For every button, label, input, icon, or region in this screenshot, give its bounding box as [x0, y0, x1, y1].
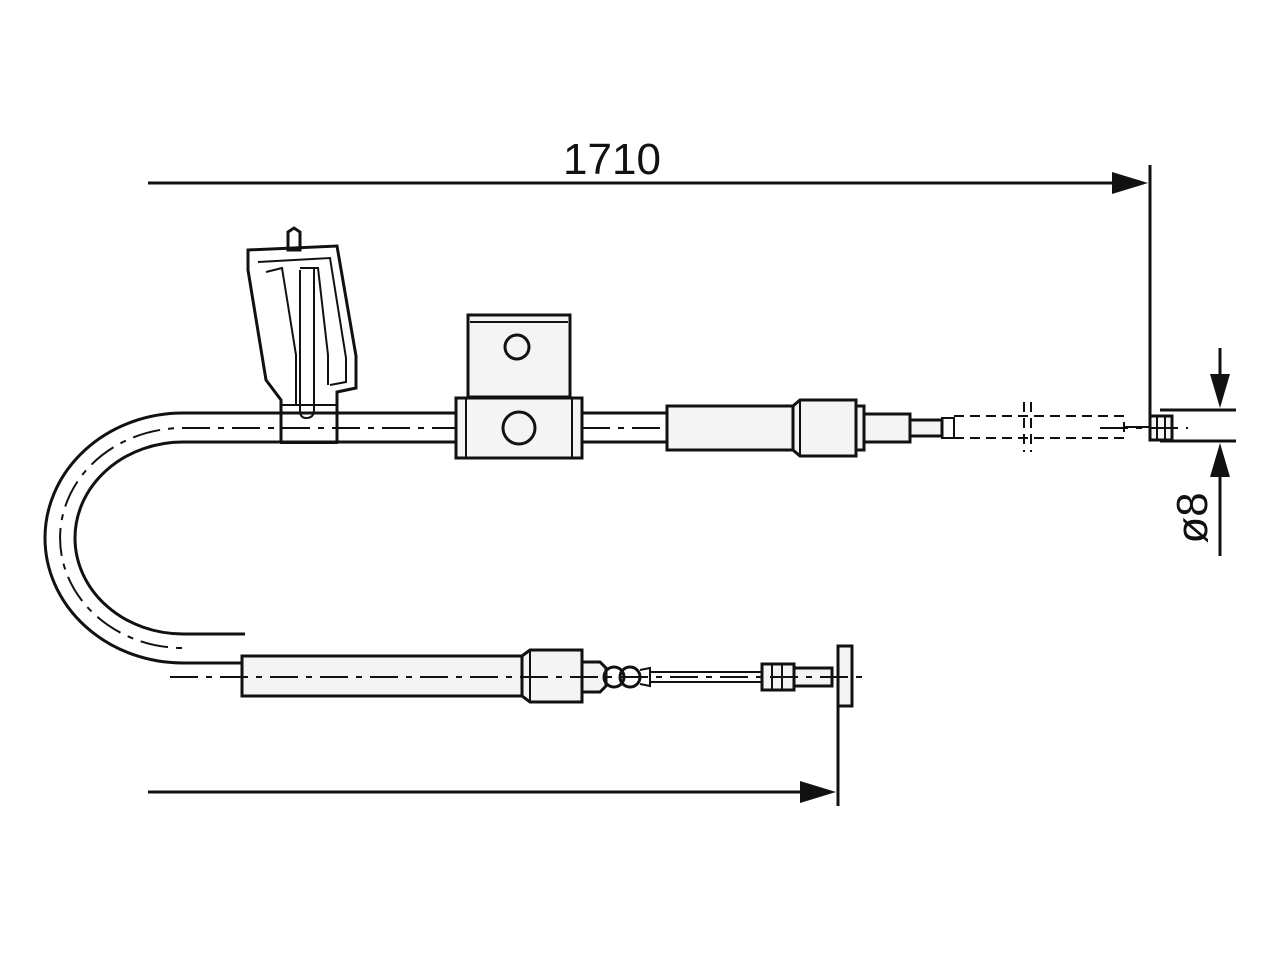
mounting-bracket	[246, 226, 358, 444]
diameter-dimension: ø8	[1160, 348, 1236, 556]
diameter-label: ø8	[1168, 492, 1217, 543]
upper-end-fitting	[665, 398, 1188, 458]
cable-sheath	[43, 411, 860, 665]
bottom-dimension-line	[148, 685, 840, 806]
center-clip	[454, 313, 584, 460]
lower-end-fitting	[170, 644, 866, 708]
length-label: 1710	[563, 135, 661, 184]
length-dimension: 1710	[148, 135, 1152, 440]
